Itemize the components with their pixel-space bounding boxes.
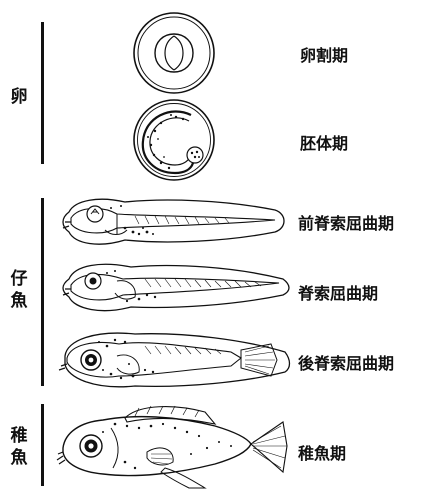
preflexion-larva-icon	[55, 192, 291, 250]
juvenile-group-bar	[41, 404, 44, 486]
stage-label-flexion: 脊索屈曲期	[298, 280, 378, 304]
larva-group-bar	[41, 198, 44, 386]
cleaving-egg-icon	[131, 10, 217, 96]
embryo-egg-icon	[131, 97, 217, 183]
flexion-larva-icon	[55, 257, 291, 317]
stage-label-preflexion: 前脊索屈曲期	[298, 210, 394, 234]
egg-group-bar	[41, 22, 44, 164]
stage-label-cleavage: 卵割期	[300, 42, 348, 66]
larva-group-label: 仔 魚	[8, 268, 30, 312]
postflexion-larva-icon	[55, 326, 291, 392]
juvenile-fish-icon	[55, 402, 291, 490]
juvenile-group-label: 稚 魚	[8, 425, 30, 469]
stage-label-embryo: 胚体期	[300, 130, 348, 154]
stage-label-postflexion: 後脊索屈曲期	[298, 350, 394, 374]
stage-label-juvenile: 稚魚期	[298, 440, 346, 464]
egg-group-label: 卵	[8, 86, 30, 108]
